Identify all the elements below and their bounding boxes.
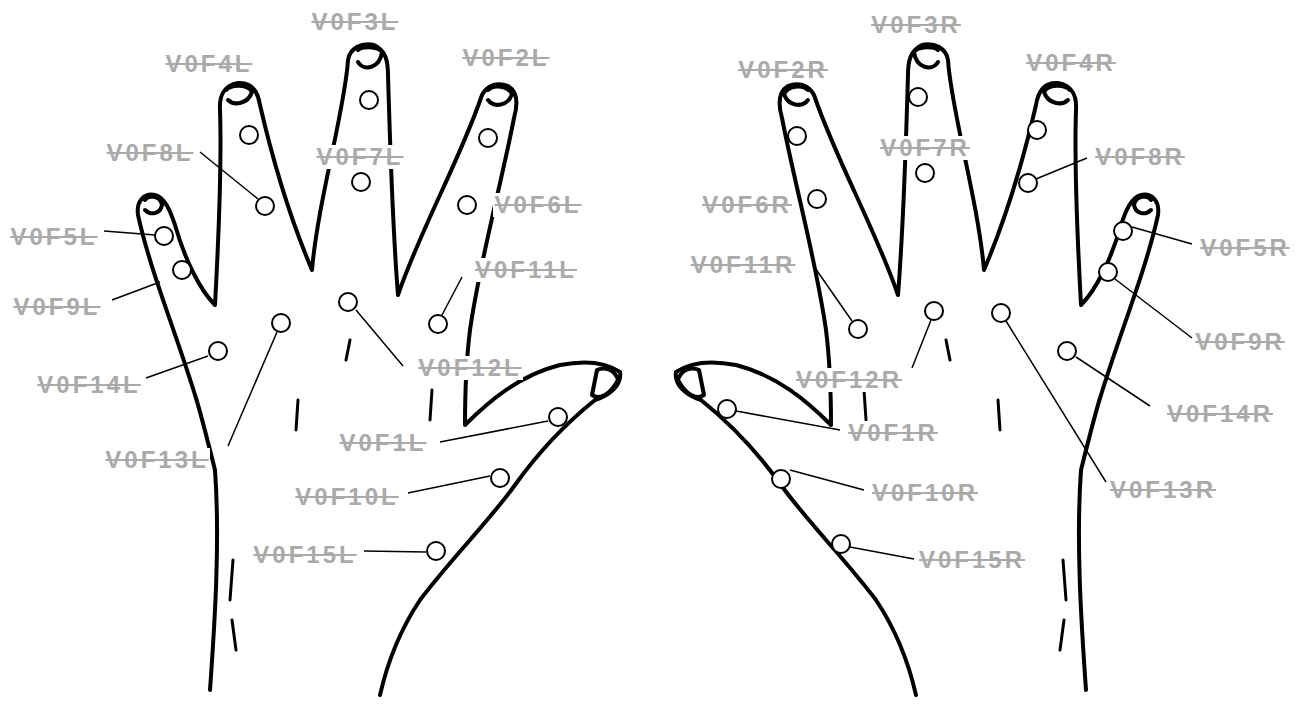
point-label: V0F3L <box>310 10 399 34</box>
leader-line <box>104 152 1192 559</box>
point-label: V0F4R <box>1025 51 1117 75</box>
point-label: V0F15L <box>252 543 357 567</box>
point-label: V0F10L <box>294 485 399 509</box>
point-label: V0F4L <box>164 52 253 76</box>
point-label: V0F1R <box>847 421 939 445</box>
hand-outline <box>138 44 620 695</box>
point-label: V0F13R <box>1109 478 1217 502</box>
point-label: V0F8L <box>105 141 194 165</box>
point-marker <box>155 88 1132 560</box>
point-label: V0F9L <box>12 295 101 319</box>
point-label: V0F12L <box>417 356 522 380</box>
point-label: V0F12R <box>795 368 903 392</box>
point-label: V0F13L <box>104 448 209 472</box>
point-label: V0F5R <box>1199 236 1291 260</box>
point-label: V0F2R <box>737 58 829 82</box>
point-label: V0F15R <box>918 548 1026 572</box>
point-label: V0F2L <box>461 46 550 70</box>
point-label: V0F6L <box>493 193 582 217</box>
point-label: V0F9R <box>1194 330 1286 354</box>
point-label: V0F14L <box>36 373 141 397</box>
point-label: V0F8R <box>1094 145 1186 169</box>
point-label: V0F6R <box>701 193 793 217</box>
point-label: V0F11R <box>690 253 797 277</box>
point-label: V0F11L <box>474 258 578 282</box>
point-label: V0F14R <box>1166 402 1274 426</box>
point-label: V0F7R <box>879 136 971 160</box>
point-label: V0F3R <box>870 13 962 37</box>
point-label: V0F10R <box>871 481 979 505</box>
point-label: V0F5L <box>9 225 98 249</box>
point-label: V0F7L <box>315 145 404 169</box>
point-label: V0F1L <box>338 431 427 455</box>
